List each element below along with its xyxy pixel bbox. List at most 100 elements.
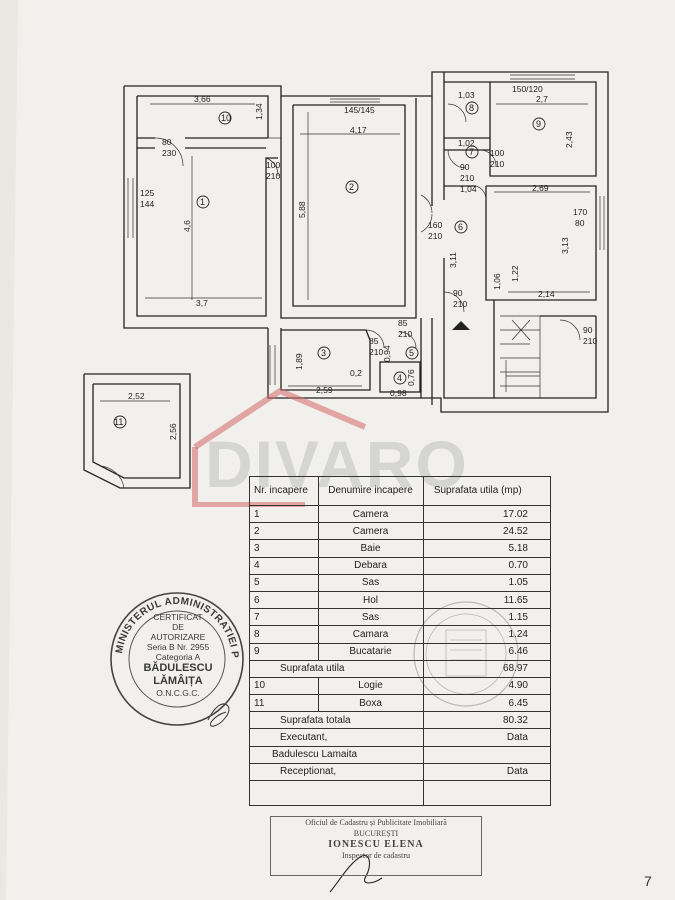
dim-text: 160 (428, 220, 442, 230)
header-nr: Nr. incapere (249, 476, 319, 506)
room-11-walls (83, 373, 191, 489)
room-label-11: 11 (114, 417, 123, 427)
dim-text: 90 (460, 162, 470, 172)
room-label-7: 7 (469, 147, 474, 157)
cell-nr: 10 (249, 676, 319, 696)
signature-scribble (207, 703, 230, 727)
total-surface-label: Suprafata totala (249, 711, 424, 730)
cell-area: 1.05 (422, 573, 551, 592)
stamp-name: LĂMÂIȚA (153, 675, 203, 687)
apartment-walls (123, 71, 609, 413)
cell-name: Bucatarie (317, 642, 424, 661)
dim-text: 0,76 (406, 369, 416, 386)
stamp-line: Categoria A (155, 652, 201, 662)
cell-area: 1.15 (422, 608, 551, 627)
total-surface-value: 80.32 (422, 711, 551, 730)
dim-text: 85 (398, 318, 408, 328)
dim-text: 0,98 (390, 388, 407, 398)
dim-text: 1,06 (492, 273, 502, 290)
room-labels: 10 1 2 3 4 5 6 7 8 9 11 (113, 101, 546, 429)
dim-text: 1,03 (458, 90, 475, 100)
cell-name: Debara (317, 556, 424, 575)
cell-nr: 1 (249, 504, 319, 524)
dim-text: 3,11 (448, 252, 458, 268)
page-number: 7 (644, 873, 652, 889)
dim-text: 80 (575, 218, 585, 228)
cell-area: 5.18 (422, 539, 551, 558)
executant-label: Executant, (249, 728, 424, 747)
office-inspector-name: IONESCU ELENA (328, 839, 424, 850)
executant-name-row: Badulescu Lamaita (249, 745, 551, 764)
room-label-6: 6 (458, 222, 463, 232)
dim-text: 90 (453, 288, 463, 298)
dim-text: 1,04 (460, 184, 477, 194)
stamp-line: AUTORIZARE (150, 632, 206, 642)
stairs (500, 315, 541, 398)
cell-nr: 3 (249, 539, 319, 558)
dim-text: 0,2 (350, 368, 362, 378)
room-label-8: 8 (469, 103, 474, 113)
useful-surface-value: 68.97 (422, 659, 551, 678)
cell-nr: 6 (249, 590, 319, 610)
cell-name: Hol (317, 590, 424, 610)
cell-nr: 5 (249, 573, 319, 592)
office-line: Oficiul de Cadastru și Publicitate Imobi… (305, 818, 447, 827)
dim-text: 210 (266, 171, 280, 181)
cell-nr: 8 (249, 625, 319, 644)
dim-text: 3,13 (560, 237, 570, 254)
dim-text: 2,14 (538, 289, 555, 299)
cadastre-office-stamp: Oficiul de Cadastru și Publicitate Imobi… (270, 816, 482, 876)
dim-text: 2,7 (536, 94, 548, 104)
dim-text: 210 (428, 231, 442, 241)
authorization-stamp: MINISTERUL ADMINISTRATIEI PUBLICE (108, 590, 244, 726)
useful-surface-row: Suprafata utila 68.97 (249, 659, 551, 678)
dim-text: 210 (369, 347, 383, 357)
total-surface-row: Suprafata totala 80.32 (249, 711, 551, 730)
office-line: BUCUREȘTI (353, 829, 399, 838)
cell-name: Camera (317, 504, 424, 524)
stamp-line: DE (172, 622, 184, 632)
cell-area: 11.65 (422, 590, 551, 610)
surface-table: Nr. incapere Denumire incapere Suprafata… (249, 476, 551, 806)
room-label-9: 9 (536, 119, 541, 129)
cell-area: 6.46 (422, 642, 551, 661)
cell-area: 4.90 (422, 676, 551, 696)
cell-area: 17.02 (422, 504, 551, 524)
useful-surface-label: Suprafata utila (249, 659, 424, 678)
entrance-arrow (452, 321, 470, 330)
dim-text: 1,02 (458, 138, 475, 148)
cell-name: Boxa (317, 694, 424, 713)
cell-area: 1.24 (422, 625, 551, 644)
dim-text: 3,7 (196, 298, 208, 308)
executant-date: Data (422, 728, 551, 747)
dim-text: 210 (453, 299, 467, 309)
dim-text: 125 (140, 188, 154, 198)
dim-text: 2,43 (564, 131, 574, 148)
dim-text: 4,6 (182, 220, 192, 232)
dim-text: 144 (140, 199, 154, 209)
dim-text: 5,88 (297, 201, 307, 218)
cell-nr: 11 (249, 694, 319, 713)
signature-scribble (329, 854, 383, 893)
blank-row (249, 780, 551, 806)
dim-text: 1,89 (294, 353, 304, 370)
cell-nr: 2 (249, 522, 319, 541)
cell-nr: 4 (249, 556, 319, 575)
cell-name: Camara (317, 625, 424, 644)
room-label-10: 10 (221, 113, 231, 123)
dim-text: 1,34 (254, 103, 264, 120)
cell-area: 0.70 (422, 556, 551, 575)
dim-text: 210 (460, 173, 474, 183)
dim-text: 2,56 (168, 423, 178, 440)
dim-text: 150/120 (512, 84, 543, 94)
dim-text: 4,17 (350, 125, 367, 135)
cell-name: Baie (317, 539, 424, 558)
